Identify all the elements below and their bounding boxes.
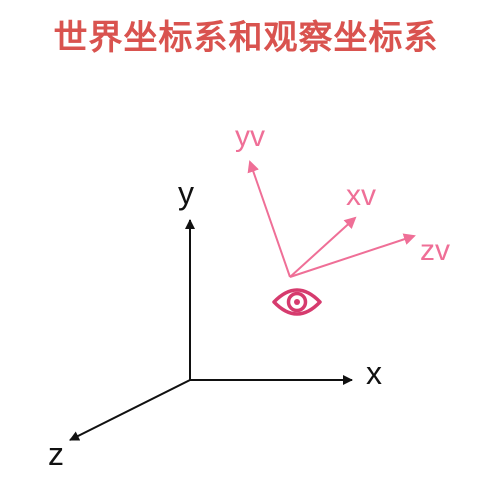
eye-icon — [272, 288, 322, 316]
world-y-label: y — [178, 175, 194, 211]
view-yv-label: yv — [235, 120, 265, 153]
view-zv-axis — [289, 233, 416, 278]
world-axes: x y z — [48, 175, 382, 472]
view-xv-axis — [289, 216, 357, 278]
view-xv-label: xv — [346, 179, 376, 212]
world-z-label: z — [48, 436, 64, 472]
world-x-label: x — [366, 355, 382, 391]
view-zv-label: zv — [420, 234, 450, 267]
view-yv-axis — [247, 160, 291, 278]
view-axes: xv yv zv — [235, 120, 450, 278]
page-title: 世界坐标系和观察坐标系 — [53, 18, 439, 58]
world-z-axis — [69, 379, 191, 441]
